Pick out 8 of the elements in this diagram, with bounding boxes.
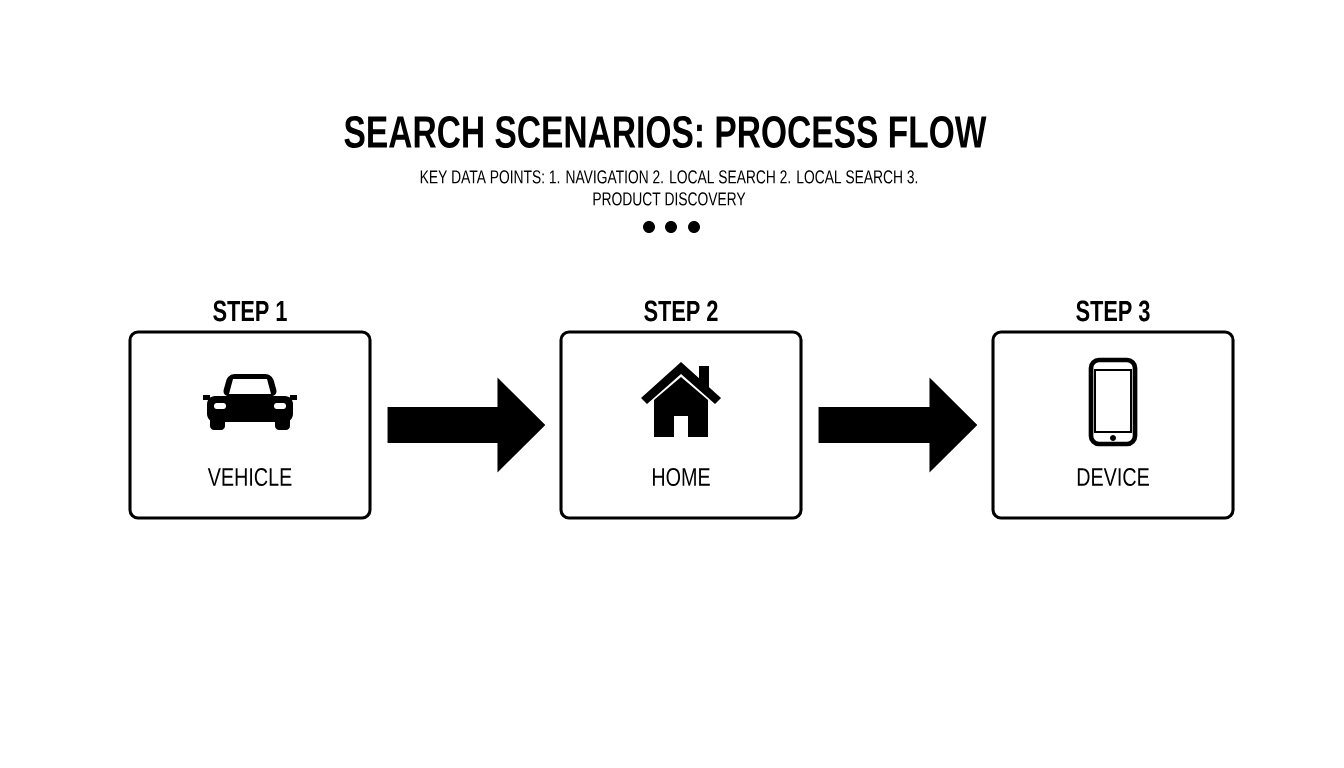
step-heading: STEP 1 xyxy=(213,300,287,322)
step-heading: STEP 3 xyxy=(1076,300,1150,322)
process-box: HOME xyxy=(559,330,803,520)
process-box: VEHICLE xyxy=(128,330,372,520)
subtitle: KEY DATA POINTS: 1. NAVIGATION 2. LOCAL SEARCH 2. LOCAL SEARCH 3. PRODUCT DISCOVERY xyxy=(420,170,918,206)
step-heading: STEP 2 xyxy=(644,300,718,322)
process-box: DEVICE xyxy=(991,330,1235,520)
title: SEARCH SCENARIOS: PROCESS FLOW xyxy=(344,115,987,149)
